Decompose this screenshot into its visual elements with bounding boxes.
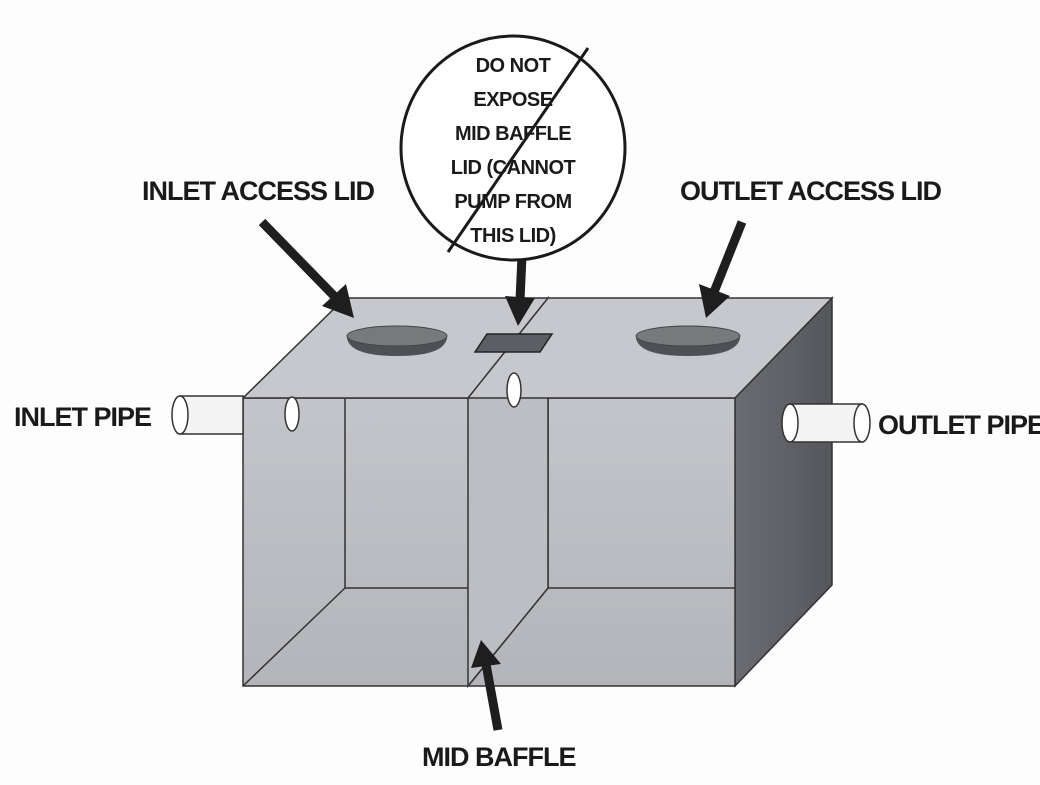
outlet-access-lid — [635, 325, 741, 356]
strike-through-line — [446, 47, 590, 253]
outlet-access-lid-label: OUTLET ACCESS LID — [680, 176, 942, 206]
callout-line: LID (CANNOT — [451, 157, 576, 179]
interior-edge — [242, 587, 346, 687]
inlet-access-lid — [346, 325, 448, 356]
mid-baffle-arrow — [471, 640, 503, 731]
outlet-lid-arrow — [699, 220, 747, 318]
callout-line: EXPOSE — [473, 89, 552, 111]
outlet-pipe — [781, 403, 871, 443]
warning-callout: DO NOT EXPOSE MID BAFFLE LID (CANNOT PUM… — [399, 34, 627, 262]
inlet-access-lid-label: INLET ACCESS LID — [142, 176, 375, 206]
mid-baffle-label: MID BAFFLE — [422, 742, 575, 772]
callout-line: DO NOT — [476, 55, 551, 77]
callout-line: PUMP FROM — [454, 191, 571, 213]
inlet-lid-arrow — [258, 218, 354, 318]
inlet-pipe — [171, 395, 244, 435]
callout-line: THIS LID) — [470, 225, 556, 247]
callout-line: MID BAFFLE — [455, 123, 571, 145]
mid-baffle-opening — [506, 372, 522, 408]
inlet-baffle-opening — [284, 396, 300, 432]
outlet-pipe-label: OUTLET PIPE — [878, 410, 1040, 440]
mid-baffle-lid — [473, 333, 554, 353]
inlet-pipe-label: INLET PIPE — [14, 402, 151, 432]
baffle-lid-arrow — [505, 255, 535, 326]
